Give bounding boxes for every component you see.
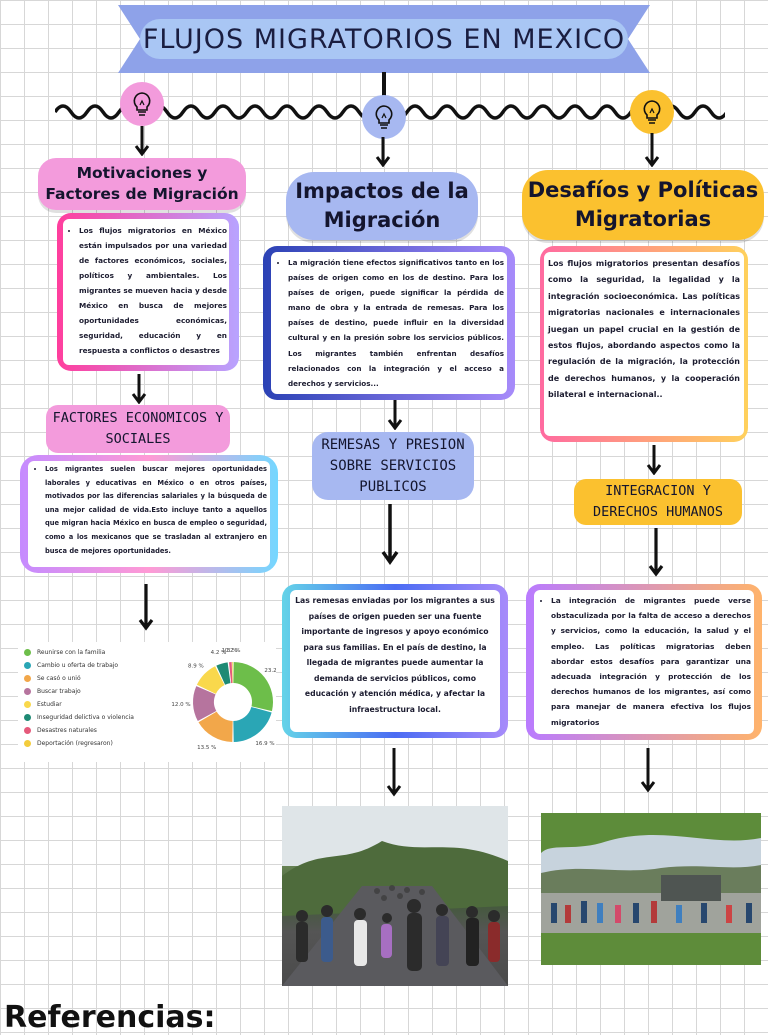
donut-value-label: 16.9 % [255,741,274,747]
legend-label: Buscar trabajo [37,688,81,695]
legend-item: Desastres naturales [24,724,144,737]
lightbulb-icon [120,82,164,126]
lightbulb-icon [630,90,674,134]
legend-label: Inseguridad delictiva o violencia [37,714,134,721]
legend-label: Cambio u oferta de trabajo [37,662,119,669]
legend-swatch [24,675,31,682]
card-remesas: Las remesas enviadas por los migrantes a… [282,584,508,738]
donut-value-label: 12.0 % [171,702,190,708]
donut-slice [193,686,217,722]
donut-slice [196,666,225,694]
legend-item: Reunirse con la familia [24,646,144,659]
card-impactos: La migración tiene efectos significativo… [263,246,515,400]
arrow-down-icon [131,374,147,404]
donut-value-label: 1.3 % [222,648,238,654]
migrant-caravan-photo [282,806,508,986]
donut-slice [198,711,233,742]
arrow-down-icon [387,400,403,430]
legend-item: Buscar trabajo [24,685,144,698]
title-banner [118,5,650,73]
donut-slice [229,662,233,684]
arrow-down-icon [375,137,391,167]
card-integracion: La integración de migrantes puede verse … [526,584,762,740]
legend-item: Cambio u oferta de trabajo [24,659,144,672]
arrow-down-icon [646,445,662,475]
donut-value-label: 4.2 % [211,650,227,656]
legend-label: Estudiar [37,701,62,708]
legend-swatch [24,740,31,747]
card-motivaciones: Los flujos migratorios en México están i… [57,213,239,371]
donut-chart: 23.2 % 16.9 % 13.5 % 12.0 % 8.9 % 4.2 %1.3 %0… [171,648,276,751]
legend-swatch [24,662,31,669]
lightbulb-icon [362,95,406,139]
subheading-remesas: REMESAS Y PRESION SOBRE SERVICIOS PUBLIC… [312,432,474,500]
heading-motivaciones: Motivaciones y Factores de Migración [38,158,246,210]
arrow-down-icon [644,133,660,167]
donut-slice [233,662,273,712]
donut-value-label: 8.9 % [188,664,204,670]
legend-swatch [24,714,31,721]
card-desafios-text: Los flujos migratorios presentan desafío… [548,259,740,400]
legend-swatch [24,701,31,708]
card-remesas-text: Las remesas enviadas por los migrantes a… [295,596,495,714]
subheading-integracion: INTEGRACION Y DERECHOS HUMANOS [574,479,742,525]
arrow-down-icon [134,126,150,156]
legend-swatch [24,688,31,695]
arrow-down-icon [386,748,402,797]
donut-value-label: 13.5 % [197,745,216,751]
donut-slice [232,662,234,684]
subheading-factores: FACTORES ECONOMICOS Y SOCIALES [46,405,230,453]
legend-label: Se casó o unió [37,675,81,682]
legend-label: Desastres naturales [37,727,97,734]
legend-label: Reunirse con la familia [37,649,106,656]
heading-impactos: Impactos de la Migración [286,172,478,240]
arrow-down-icon [640,748,656,793]
heading-desafios: Desafíos y Políticas Migratorias [522,170,764,240]
card-desafios: Los flujos migratorios presentan desafío… [540,246,748,442]
legend-item: Se casó o unió [24,672,144,685]
donut-value-label: 23.2 % [264,668,276,674]
legend-item: Estudiar [24,698,144,711]
migrants-roadside-photo [541,813,761,965]
donut-value-label: 0.2 % [225,648,241,654]
legend-swatch [24,649,31,656]
donut-slice [216,662,231,685]
title-stem [382,72,386,102]
references-heading: Referencias: [4,1000,216,1035]
card-integracion-text: La integración de migrantes puede verse … [551,593,751,730]
legend-label: Deportación (regresaron) [37,740,113,747]
card-factores: Los migrantes suelen buscar mejores opor… [20,455,278,573]
arrow-down-icon [138,584,154,631]
donut-slice [233,706,272,742]
card-factores-text: Los migrantes suelen buscar mejores opor… [45,463,267,558]
card-impactos-text: La migración tiene efectos significativo… [288,255,504,391]
arrow-down-icon [381,504,399,566]
page-title: FLUJOS MIGRATORIOS EN MEXICO [142,23,626,55]
legend-swatch [24,727,31,734]
card-motivaciones-text: Los flujos migratorios en México están i… [79,223,227,358]
legend-item: Deportación (regresaron) [24,737,144,750]
arrow-down-icon [648,528,664,577]
legend-item: Inseguridad delictiva o violencia [24,711,144,724]
